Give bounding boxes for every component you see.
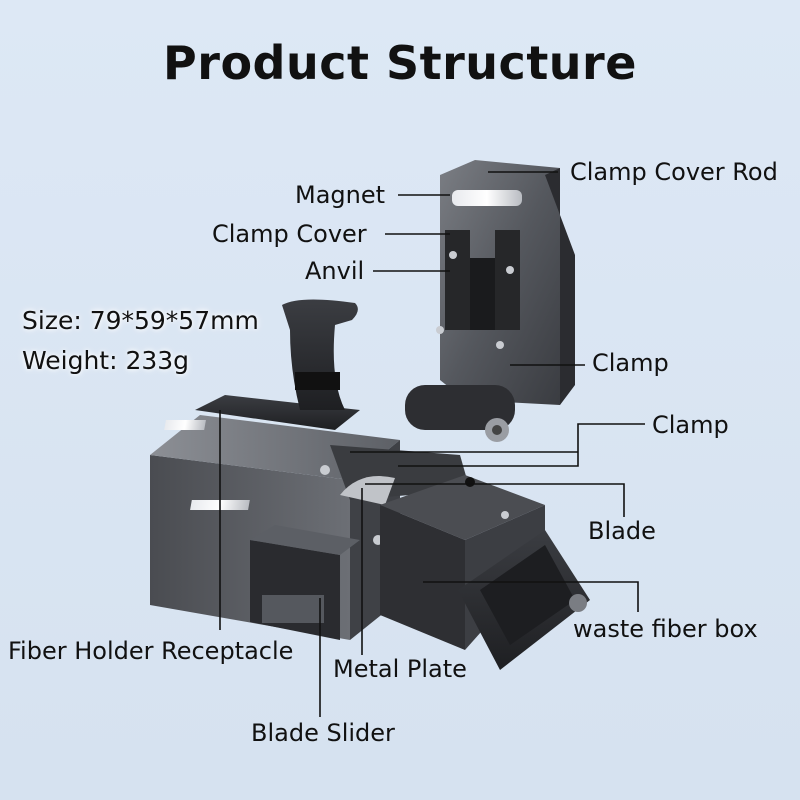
waste-fiber-box [380,475,590,670]
leader-waste-fiber-box [423,581,639,612]
label-metal-plate: Metal Plate [333,655,467,683]
label-blade-slider: Blade Slider [251,719,395,747]
label-anvil: Anvil [305,257,365,285]
label-clamp-cover: Clamp Cover [212,220,367,248]
label-fiber-holder-receptacle: Fiber Holder Receptacle [8,637,294,665]
leader-clamp-lower-1 [398,423,645,467]
fiber-holder [164,299,360,430]
label-magnet: Magnet [295,181,386,209]
size-spec: Size: 79*59*57mm [22,306,259,335]
label-waste-fiber-box: waste fiber box [573,615,758,643]
label-clamp-cover-rod: Clamp Cover Rod [570,158,778,186]
label-blade: Blade [588,517,656,545]
leader-lines [219,171,645,717]
leader-blade [365,483,625,517]
label-clamp-lower: Clamp [652,411,729,439]
weight-spec: Weight: 233g [22,346,190,375]
label-clamp-upper: Clamp [592,349,669,377]
clamp-cover [405,160,575,442]
page-title: Product Structure [163,36,637,90]
